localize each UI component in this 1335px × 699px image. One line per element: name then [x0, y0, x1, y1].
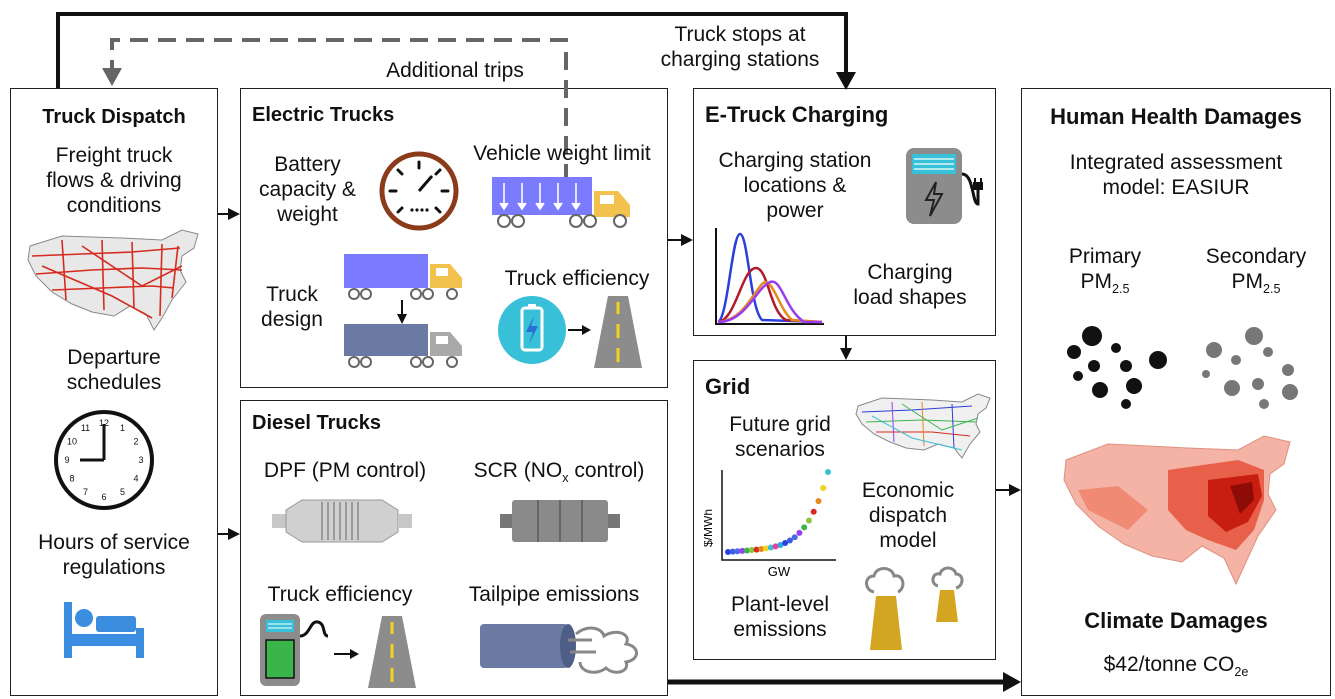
supply-curve-point	[782, 540, 789, 546]
truck-dispatch-panel	[10, 88, 218, 696]
supply-curve-point	[825, 469, 831, 475]
clock-number: 10	[67, 437, 77, 447]
supply-curve-point	[815, 498, 822, 505]
carbon-price-label: $42/tonne CO2e	[1021, 652, 1331, 680]
carbon-price-text: $42/tonne CO	[1103, 653, 1235, 676]
dpf-icon	[272, 499, 412, 543]
supply-curve-point	[753, 546, 760, 553]
supply-curve-xlabel: GW	[768, 564, 791, 579]
battery-road-icon	[498, 296, 642, 368]
primary-pm-sub: 2.5	[1111, 282, 1130, 297]
primary-pm-text: Primary PM	[1068, 245, 1142, 294]
health-panel	[1021, 88, 1331, 696]
battery-capacity-label: Battery capacity & weight	[259, 153, 356, 227]
supply-curve-point	[806, 517, 812, 524]
easiur-label: Integrated assessment model: EASIUR	[1069, 151, 1283, 200]
scr-label-main: SCR (NO	[473, 459, 563, 482]
supply-curve-point	[796, 529, 803, 536]
scr-icon	[500, 500, 620, 542]
health-title: Human Health Damages	[1050, 104, 1302, 129]
truck-weight-icon	[492, 177, 630, 228]
dpf-label: DPF (PM control)	[263, 459, 427, 482]
supply-curve-chart: $/MWh GW	[704, 469, 836, 579]
primary-particles-icon	[1067, 326, 1167, 409]
charging-title: E-Truck Charging	[705, 102, 889, 127]
future-grid-label: Future grid scenarios	[729, 413, 831, 462]
fuel-pump-road-icon	[260, 614, 416, 688]
truck-design-label: Truck design	[261, 283, 323, 332]
supply-curve-point	[801, 524, 808, 531]
supply-curve-point	[791, 534, 798, 541]
secondary-pm-sub: 2.5	[1262, 282, 1281, 297]
electric-truck-efficiency-label: Truck efficiency	[504, 267, 650, 290]
additional-trips-arrow	[110, 38, 568, 210]
economic-dispatch-label: Economic dispatch model	[861, 479, 955, 553]
clock-number: 8	[69, 474, 74, 484]
hours-of-service-label: Hours of service regulations	[38, 531, 190, 580]
supply-curve-point	[729, 548, 736, 555]
supply-curve-point	[777, 542, 784, 548]
charging-station-icon	[906, 148, 983, 224]
clock-number: 4	[133, 474, 138, 484]
additional-trips-label: Additional trips	[386, 59, 524, 82]
supply-curve-point	[734, 548, 741, 555]
supply-curve-point	[739, 547, 746, 554]
tailpipe-icon	[480, 624, 638, 674]
freight-flows-label: Freight truck flows & driving conditions	[46, 144, 182, 218]
load-shapes-chart-icon	[715, 228, 824, 325]
secondary-pm-label: Secondary PM2.5	[1186, 244, 1326, 297]
secondary-pm-text: Secondary PM	[1205, 245, 1307, 294]
supply-curve-point	[763, 545, 770, 552]
truck-stops-arrow	[56, 12, 848, 88]
tailpipe-label: Tailpipe emissions	[468, 583, 640, 606]
load-shapes-label: Charging load shapes	[853, 261, 967, 310]
power-plant-icon	[865, 566, 964, 650]
supply-curve-point	[725, 549, 731, 555]
bed-icon	[64, 602, 144, 658]
diesel-trucks-title: Diesel Trucks	[252, 412, 381, 434]
clock-number: 5	[120, 487, 125, 497]
supply-curve-point	[758, 546, 765, 552]
clock-number: 3	[138, 455, 143, 465]
plant-emissions-label: Plant-level emissions	[730, 593, 830, 642]
primary-pm-label: Primary PM2.5	[1040, 244, 1170, 297]
grid-map-icon	[855, 393, 991, 459]
departure-schedules-label: Departure schedules	[66, 346, 162, 395]
clock-number: 6	[101, 492, 106, 502]
damages-heat-map	[1063, 435, 1291, 586]
clock-number: 12	[99, 418, 109, 428]
climate-damages-title: Climate Damages	[1084, 608, 1268, 633]
clock-number: 9	[64, 455, 69, 465]
diesel-trucks-panel	[240, 400, 668, 696]
supply-curve-point	[820, 485, 827, 491]
truck-dispatch-title: Truck Dispatch	[42, 106, 186, 128]
scr-label-sub: x	[562, 471, 569, 486]
clock-number: 1	[120, 423, 125, 433]
clock-number: 2	[133, 437, 138, 447]
weight-limit-label: Vehicle weight limit	[473, 142, 651, 165]
supply-curve-ylabel: $/MWh	[704, 509, 715, 547]
diesel-truck-efficiency-label: Truck efficiency	[267, 583, 413, 606]
clock-number: 7	[83, 487, 88, 497]
grid-title: Grid	[705, 374, 751, 399]
supply-curve-point	[786, 537, 793, 544]
carbon-price-sub: 2e	[1234, 665, 1249, 680]
supply-curve-point	[744, 547, 750, 554]
scr-label: SCR (NOx control)	[454, 458, 664, 486]
us-road-map-icon	[27, 229, 199, 331]
charging-stations-label: Charging station locations & power	[718, 149, 872, 223]
gauge-icon	[379, 151, 459, 231]
supply-curve-point	[767, 544, 774, 551]
clock-number: 11	[81, 423, 90, 433]
electric-trucks-title: Electric Trucks	[252, 104, 395, 126]
secondary-particles-icon	[1202, 327, 1298, 409]
truck-stops-label: Truck stops at charging stations	[660, 23, 820, 72]
supply-curve-point	[810, 508, 817, 515]
scr-label-tail: control)	[568, 459, 645, 482]
truck-design-icon	[344, 254, 462, 368]
supply-curve-point	[748, 547, 755, 553]
supply-curve-point	[772, 543, 779, 550]
